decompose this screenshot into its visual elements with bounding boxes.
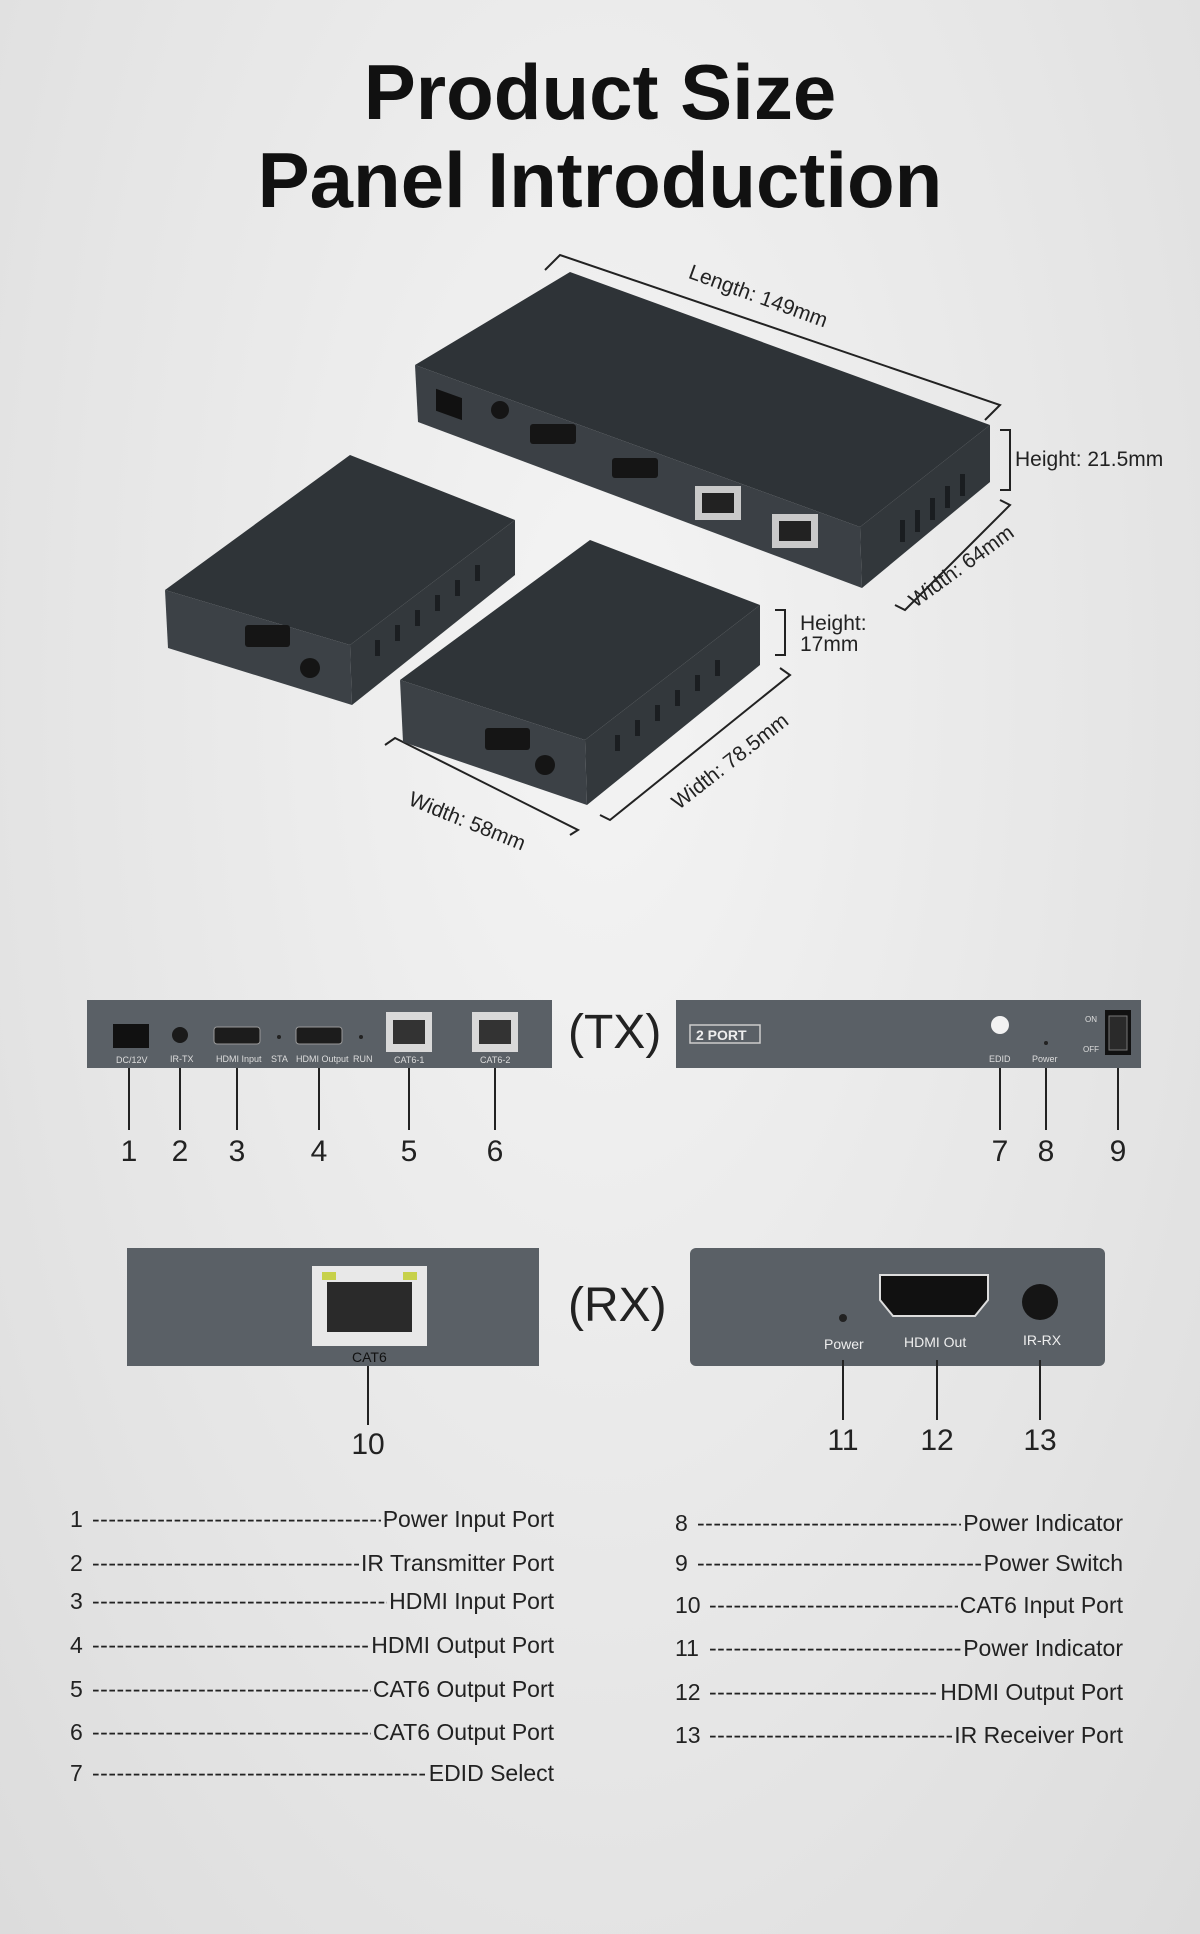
legend-item: 5---------------------------------------… [70, 1676, 554, 1702]
legend-item: 11--------------------------------------… [675, 1635, 1123, 1661]
callout-3: 3 [228, 1135, 246, 1168]
legend-item: 2---------------------------------------… [70, 1550, 554, 1576]
dimension-lines [384, 253, 1012, 836]
legend-item: 3---------------------------------------… [70, 1588, 554, 1614]
cat6-2-label: CAT6-2 [480, 1055, 511, 1065]
rx-mode-label: (RX) [568, 1279, 667, 1332]
power-label-tx: Power [1032, 1054, 1058, 1064]
legend-item: 1---------------------------------------… [70, 1506, 554, 1532]
legend-item: 12--------------------------------------… [675, 1679, 1123, 1705]
hdmi-input-label: HDMI Input [216, 1054, 262, 1064]
page-title-line2: Panel Introduction [257, 136, 943, 224]
rx-back-panel [690, 1248, 1105, 1366]
height-rx-label-1: Height: [800, 612, 867, 635]
callout-7: 7 [991, 1135, 1009, 1168]
ir-tx-label: IR-TX [170, 1054, 194, 1064]
legend-item: 7---------------------------------------… [70, 1760, 554, 1786]
callout-4: 4 [310, 1135, 328, 1168]
callout-12: 12 [920, 1424, 954, 1457]
ir-rx-label: IR-RX [1023, 1332, 1062, 1348]
legend-item: 4---------------------------------------… [70, 1632, 554, 1658]
callout-8: 8 [1037, 1135, 1055, 1168]
hdmi-out-label: HDMI Out [904, 1334, 967, 1350]
height-rx-label-2: 17mm [800, 633, 859, 656]
hdmi-output-label: HDMI Output [296, 1054, 349, 1064]
product-illustration [165, 253, 1012, 836]
tx-splitter-device [415, 272, 990, 588]
callout-13: 13 [1023, 1424, 1057, 1457]
legend-item: 9---------------------------------------… [675, 1550, 1123, 1576]
rx-extender-front [400, 540, 760, 805]
rx-extender-left [165, 455, 515, 705]
callout-5: 5 [400, 1135, 418, 1168]
callout-11: 11 [827, 1424, 859, 1457]
callout-1: 1 [120, 1135, 138, 1168]
callout-2: 2 [171, 1135, 189, 1168]
page-title-line1: Product Size [363, 48, 837, 136]
legend-item: 6---------------------------------------… [70, 1719, 554, 1745]
legend-item: 13--------------------------------------… [675, 1722, 1123, 1748]
legend-item: 10--------------------------------------… [675, 1592, 1123, 1618]
tx-mode-label: (TX) [568, 1006, 662, 1059]
sta-label: STA [271, 1054, 288, 1064]
dc12v-label: DC/12V [116, 1055, 148, 1065]
callout-10: 10 [351, 1428, 385, 1461]
edid-label: EDID [989, 1054, 1011, 1064]
callout-6: 6 [486, 1135, 504, 1168]
height-tx-label: Height: 21.5mm [1015, 448, 1164, 471]
off-label: OFF [1083, 1045, 1099, 1054]
cat6-1-label: CAT6-1 [394, 1055, 425, 1065]
rx-front-panel [127, 1248, 539, 1366]
two-port-badge: 2 PORT [696, 1027, 747, 1043]
legend-item: 8---------------------------------------… [675, 1510, 1123, 1536]
on-label: ON [1085, 1015, 1097, 1024]
cat6-label: CAT6 [352, 1349, 387, 1365]
callout-9: 9 [1109, 1135, 1127, 1168]
power-label-rx: Power [824, 1336, 864, 1352]
run-label: RUN [353, 1054, 373, 1064]
